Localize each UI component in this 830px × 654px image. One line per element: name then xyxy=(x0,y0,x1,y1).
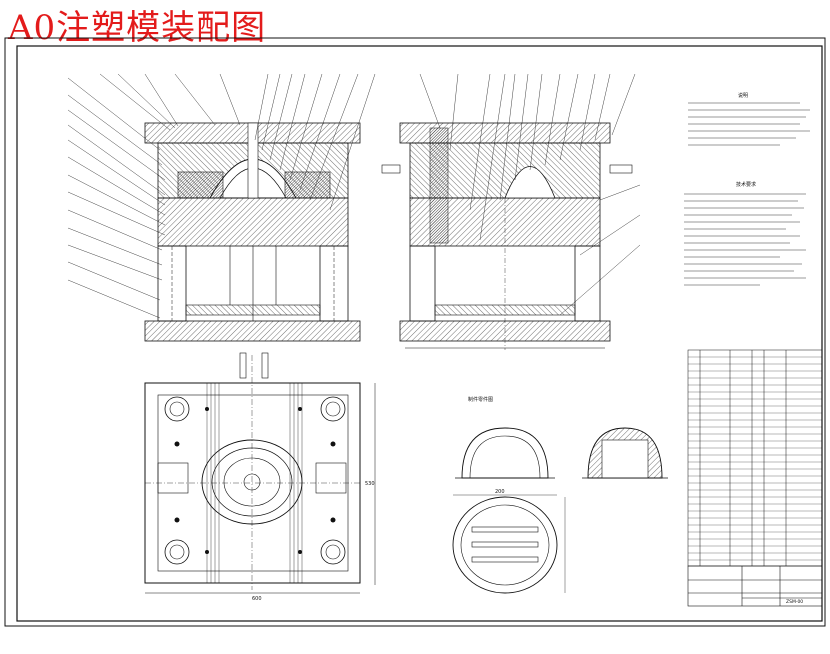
title-block xyxy=(687,565,823,607)
notes: 说明 技术要求 xyxy=(684,92,810,286)
parts-list xyxy=(687,349,823,567)
part-drawing xyxy=(452,427,668,594)
sheet-border-outer xyxy=(4,37,826,627)
plan-width-dim: 600 xyxy=(252,596,262,602)
plan-height-dim: 530 xyxy=(365,481,375,487)
parts-list-rows xyxy=(688,356,822,561)
side-section-view xyxy=(381,73,641,350)
notes-heading-1: 说明 xyxy=(738,92,748,99)
plan-view xyxy=(144,352,361,590)
drawing-title: A0注塑模装配图 xyxy=(8,8,267,48)
notes-heading-2: 技术要求 xyxy=(736,181,756,188)
sheet-border-inner xyxy=(16,45,823,622)
drawing-number: ZSM-00 xyxy=(786,599,803,605)
part-view-label: 制件零件图 xyxy=(468,396,493,403)
part-width-dim: 200 xyxy=(495,489,505,495)
front-section-view xyxy=(67,73,376,342)
